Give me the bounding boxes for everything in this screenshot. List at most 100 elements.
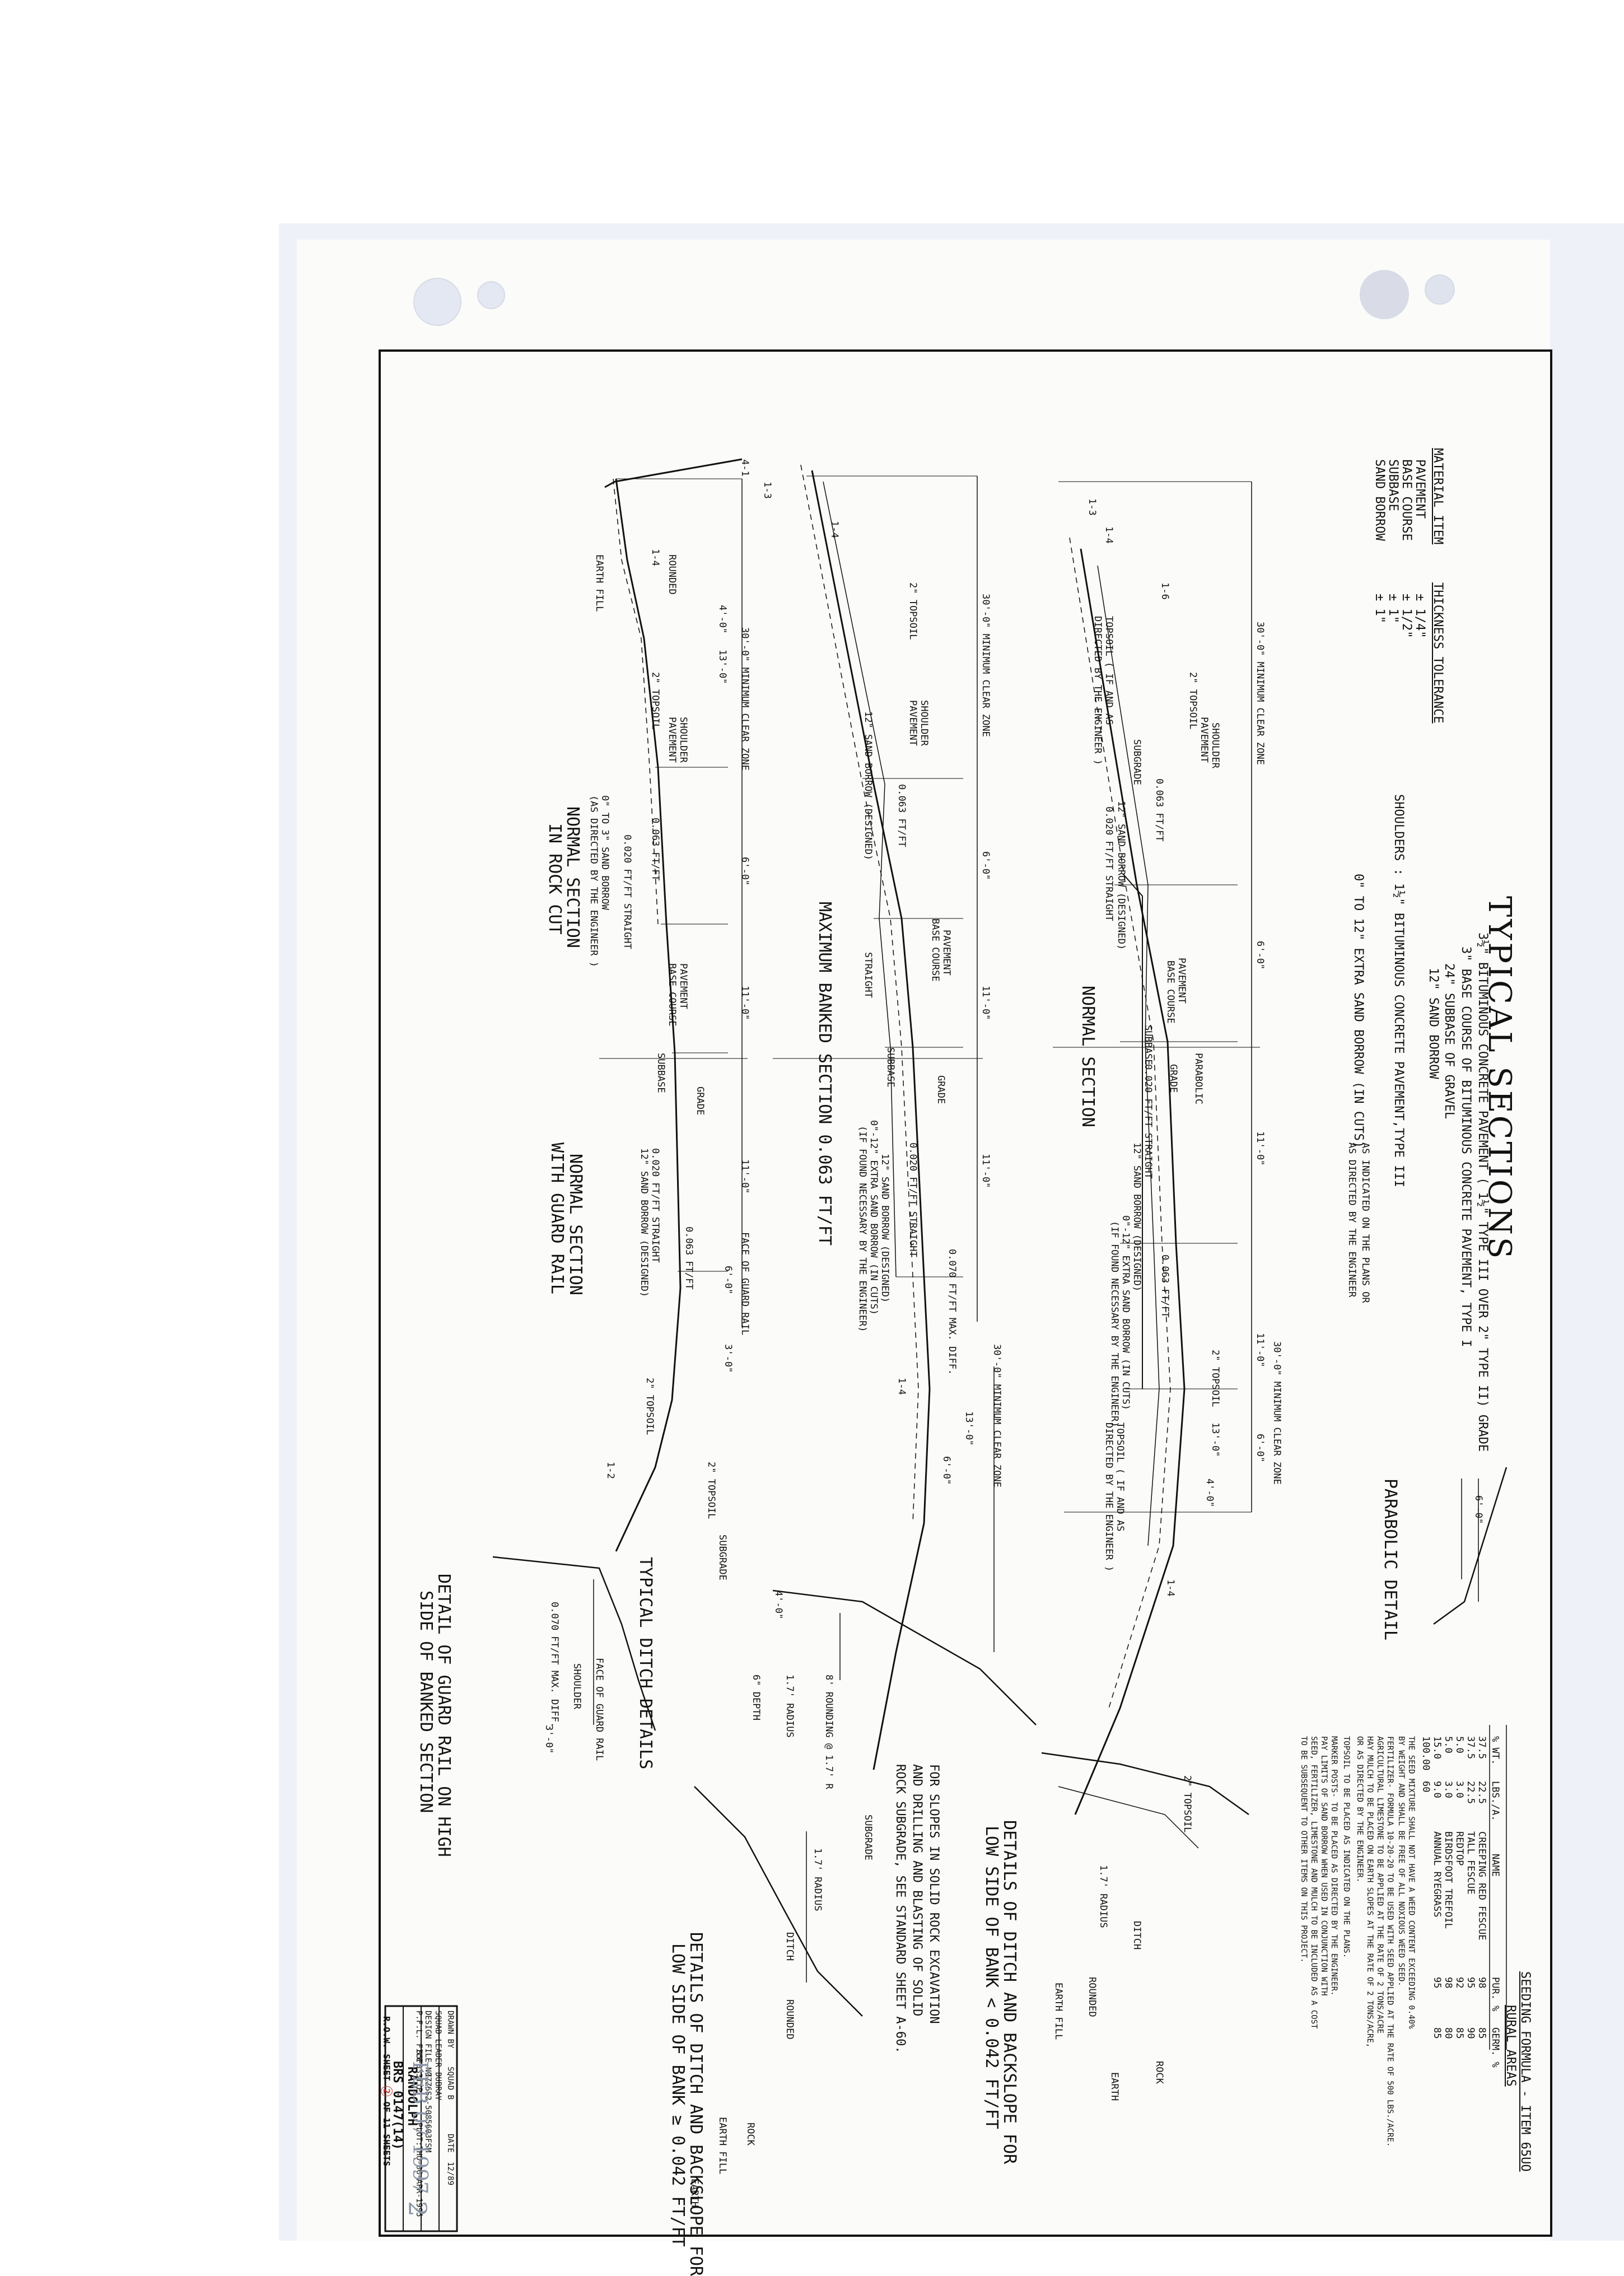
dim-three-ft: 3'-0": [722, 1344, 734, 1373]
table-cell: ± 1": [1373, 594, 1387, 623]
seeding-cell: 15.0: [1431, 1736, 1443, 1759]
seeding-cell: 37.5: [1465, 1736, 1476, 1759]
seeding-cell: 85: [1431, 2027, 1443, 2039]
section-title-rock-cut: NORMAL SECTION: [563, 806, 582, 948]
label-subbase: SUBBASE: [885, 1047, 896, 1088]
dim-six-ft: 6'-0": [1254, 1434, 1266, 1463]
section-title-parabolic: PARABOLIC DETAIL: [1380, 1479, 1400, 1640]
rock-cut-section-drawing: [599, 458, 748, 1552]
table-cell: SAND BORROW: [1373, 459, 1387, 541]
label-max-diff: 0.070 FT/FT MAX. DIFF.: [549, 1602, 560, 1728]
label-slope-straight: 0.020 FT/FT STRAIGHT: [622, 834, 633, 949]
punch-hole: [1425, 274, 1455, 305]
squad-leader-label: SQUAD LEADER: [433, 2011, 442, 2068]
dim-six-ft: 6'-0": [722, 1266, 734, 1295]
label-max-diff: 0.070 FT/FT MAX. DIFF.: [946, 1249, 958, 1375]
label-rounded: ROUNDED: [784, 1999, 795, 2040]
seeding-cell: ANNUAL RYEGRASS: [1431, 1831, 1443, 1918]
rock-note: ROCK SUBGRADE, SEE STANDARD SHEET A-60.: [893, 1764, 907, 2054]
dim-six-ft: 6'-0": [1254, 941, 1266, 970]
dim-eleven-ft: 11'-0": [980, 986, 991, 1020]
section-title-ditch: TYPICAL DITCH DETAILS: [636, 1557, 655, 1770]
label-earth-fill: EARTH FILL: [1053, 1983, 1064, 2040]
label-topsoil-note: TOPSOIL ( IF AND AS: [1103, 616, 1114, 725]
seeding-header: LBS./A.: [1490, 1781, 1501, 1821]
sheet-number: 2: [381, 2086, 393, 2096]
drawing-sheet: [297, 240, 1550, 2241]
seeding-cell: 98: [1476, 1977, 1487, 1989]
label-subgrade: SUBGRADE: [862, 1815, 874, 1860]
seeding-cell: 100.00: [1420, 1736, 1431, 1771]
project-number: BRS 0147(14): [390, 2061, 404, 2150]
label-subgrade: SUBGRADE: [717, 1535, 728, 1580]
label-sand-borrow: 12" SAND BORROW (DESIGNED): [862, 711, 874, 861]
label-extra-sand: 0"-12" EXTRA SAND BORROW (IN CUTS): [868, 1120, 879, 1315]
seeding-cell: TALL FESCUE: [1465, 1831, 1476, 1895]
table-cell: PAVEMENT: [1413, 459, 1427, 519]
section-title-guard-detail: DETAIL OF GUARD RAIL ON HIGH: [434, 1574, 454, 1857]
label-earth-fill: EARTH FILL: [717, 2117, 728, 2175]
section-title-ditch-low: DETAILS OF DITCH AND BACKSLOPE FOR: [1000, 1820, 1019, 2165]
label-pavement: PAVEMENT: [1176, 958, 1187, 1004]
section-title-ditch-high-sub: LOW SIDE OF BANK ≥ 0.042 FT/FT: [668, 1943, 688, 2247]
seeding-cell: 3.0: [1443, 1781, 1454, 1798]
label-radius: 1.7' RADIUS: [1098, 1865, 1109, 1928]
label-earth: EARTH: [689, 2179, 700, 2208]
seeding-cell: 85: [1454, 2027, 1465, 2039]
seeding-note: BY WEIGHT AND SHALL BE FREE OF ALL NOXIO…: [1397, 1736, 1406, 1986]
seeding-cell: 5.0: [1454, 1736, 1465, 1753]
dim-eleven-ft: 11'-0": [980, 1154, 991, 1188]
date-label: DATE: [446, 2134, 455, 2153]
spec-line: 12" SAND BORROW: [1426, 968, 1440, 1079]
seeding-note: SEED, FERTILIZER, LIMESTONE AND MULCH TO…: [1309, 1736, 1318, 2029]
label-subgrade: SUBGRADE: [1131, 739, 1142, 785]
label-slope-1-2: 1-2: [605, 1462, 616, 1479]
dim-eleven-ft: 11'-0": [739, 986, 750, 1020]
label-topsoil: 2" TOPSOIL: [644, 1378, 655, 1435]
label-shoulder: SHOULDER: [1210, 722, 1221, 768]
label-slope-1-4: 1-4: [1165, 1579, 1176, 1597]
seeding-cell: 98: [1443, 1977, 1454, 1989]
date-stamp: FEB 07 1997: [408, 2061, 431, 2195]
label-straight: STRAIGHT: [862, 952, 874, 998]
seeding-note: PAY LIMITS OF SAND BORROW WHEN USED IN C…: [1319, 1736, 1328, 1996]
label-topsoil: 2" TOPSOIL: [650, 672, 661, 730]
label-if-found: (IF FOUND NECESSARY BY THE ENGINEER): [857, 1126, 868, 1332]
seeding-cell: CREEPING RED FESCUE: [1476, 1831, 1487, 1941]
label-topsoil-note: DIRECTED BY THE ENGINEER ): [1103, 1422, 1114, 1572]
ditch-detail-drawing: [694, 1589, 1249, 2017]
seeding-cell: 85: [1476, 2027, 1487, 2039]
punch-hole: [477, 281, 505, 309]
label-slope: 0.063 FT/FT: [1154, 778, 1165, 842]
table-cell: BASE COURSE: [1399, 459, 1413, 541]
dim-four-ft: 4'-0": [773, 1591, 784, 1620]
punch-hole: [1360, 270, 1409, 319]
label-slope: 0.063 FT/FT: [683, 1226, 694, 1290]
table-header: THICKNESS TOLERANCE: [1431, 582, 1445, 724]
seeding-note: FERTILIZER- FORMULA 10-20-20 TO BE USED …: [1385, 1736, 1394, 2147]
dim-clear-zone: 30'-0" MINIMUM CLEAR ZONE: [739, 627, 750, 771]
seeding-header: PUR. %: [1490, 1977, 1501, 2012]
label-base-course: BASE COURSE: [1165, 960, 1176, 1024]
label-slope-1-6: 1-6: [1159, 582, 1170, 600]
label-face-guard-rail: FACE OF GUARD RAIL: [594, 1658, 605, 1761]
seeding-cell: 92: [1454, 1977, 1465, 1989]
punch-hole: [413, 278, 461, 326]
seeding-note: THE SEED MIXTURE SHALL NOT HAVE A WEED C…: [1407, 1736, 1416, 2029]
label-sand-borrow: 12" SAND BORROW (DESIGNED): [1116, 801, 1127, 950]
label-rounding: 8' ROUNDING @ 1.7' R: [823, 1675, 834, 1789]
label-rock: ROCK: [745, 2123, 756, 2146]
dim-three-ft: 3'-0": [543, 1725, 554, 1754]
label-slope-1-4: 1-4: [896, 1378, 907, 1395]
dim-clear-zone: 30'-0" MINIMUM CLEAR ZONE: [1271, 1341, 1282, 1485]
dim-six-ft: 6'-0": [1473, 1495, 1484, 1524]
label-slope-1-3: 1-3: [762, 482, 773, 499]
seeding-header: % WT.: [1490, 1736, 1501, 1765]
label-rock-cut-borrow: (AS DIRECTED BY THE ENGINEER ): [588, 795, 599, 968]
seeding-note: OR AS DIRECTED BY THE ENGINEER.: [1355, 1736, 1364, 1883]
dim-eleven-ft: 11'-0": [1254, 1333, 1266, 1368]
seeding-header: GERM. %: [1490, 2027, 1501, 2068]
table-cell: SUBBASE: [1386, 459, 1400, 511]
section-title-guard-rail: NORMAL SECTION: [566, 1154, 585, 1295]
